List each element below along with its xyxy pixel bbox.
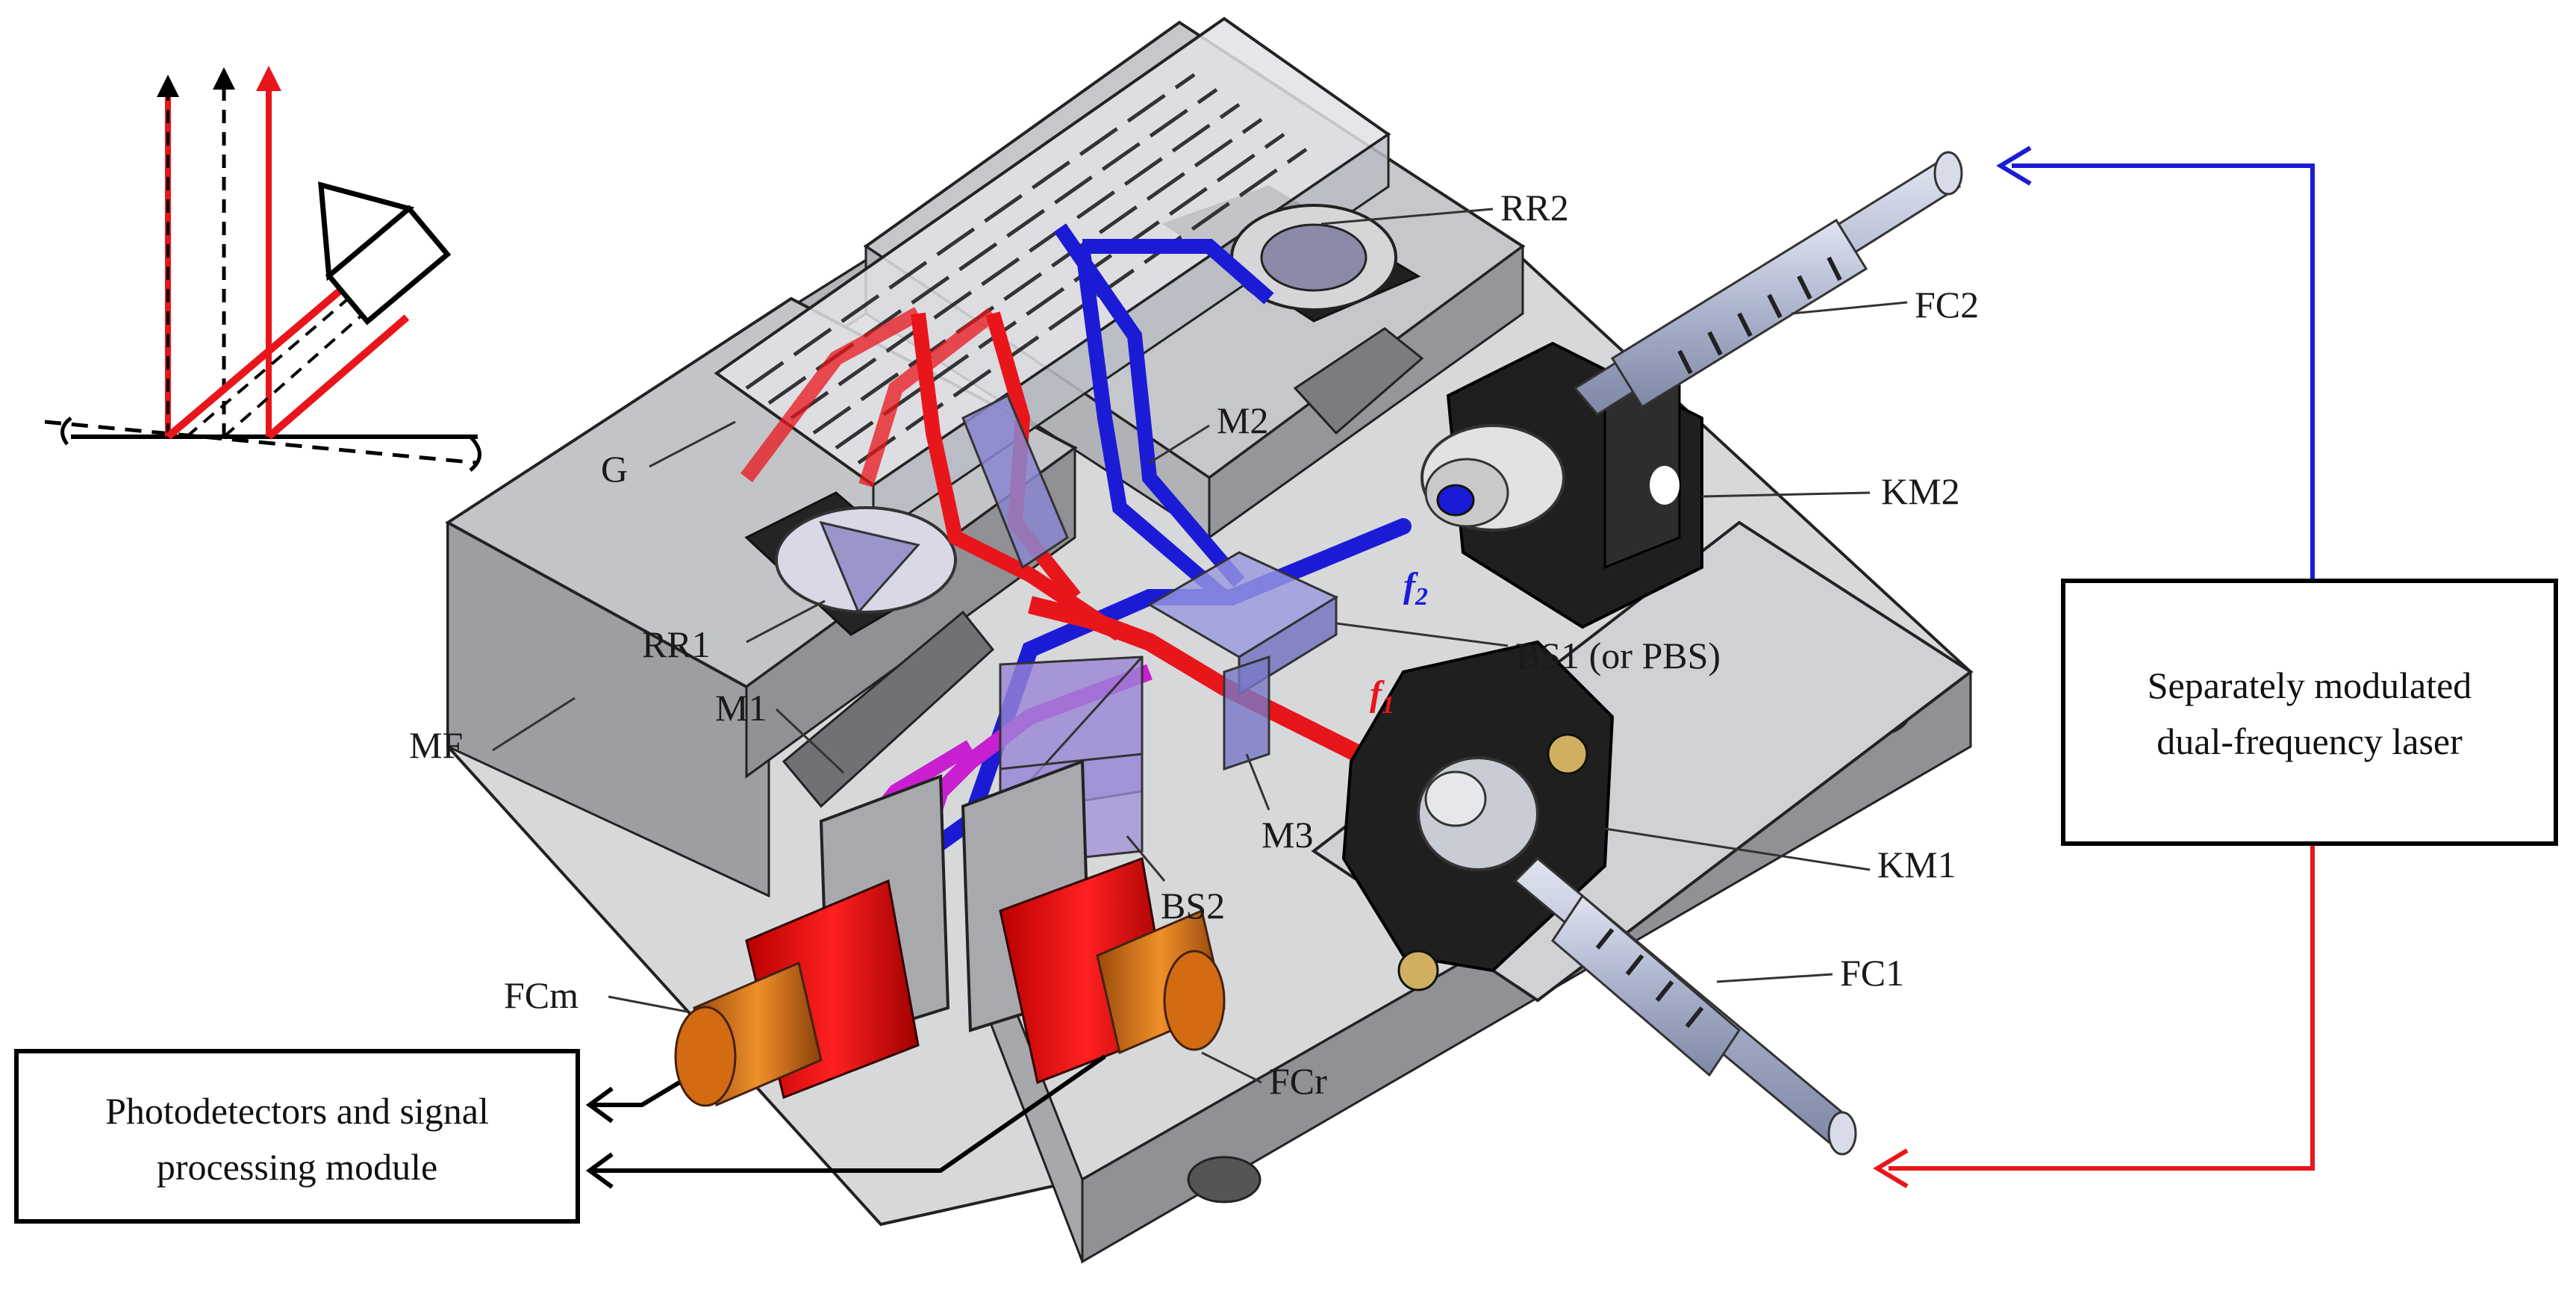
laser-to-fc2-line bbox=[2012, 163, 2315, 581]
label-f2: f2 bbox=[1403, 566, 1428, 611]
label-fc1: FC1 bbox=[1840, 952, 1904, 994]
label-m1: M1 bbox=[715, 687, 767, 729]
label-bs2: BS2 bbox=[1161, 885, 1225, 926]
leader-lines bbox=[492, 208, 1908, 1084]
inset-arrow-up-icon bbox=[213, 67, 235, 90]
laser-to-fc1-line bbox=[1889, 844, 2315, 1171]
detector-arrow-2-icon bbox=[585, 1152, 614, 1189]
blue-arrow-icon bbox=[1996, 146, 2032, 186]
label-fcr: FCr bbox=[1269, 1060, 1327, 1102]
red-arrow-icon bbox=[1873, 1148, 1909, 1189]
fcr-to-detector-line bbox=[590, 1054, 1106, 1173]
mirror-m3 bbox=[1223, 655, 1270, 771]
fiber-connector-fcr bbox=[961, 759, 1226, 1085]
inset-schematic bbox=[44, 66, 481, 472]
label-km1: KM1 bbox=[1877, 844, 1956, 885]
detector-module: Photodetectors and signal processing mod… bbox=[14, 1049, 1106, 1224]
inset-retroreflector-icon bbox=[318, 181, 452, 326]
label-rr1: RR1 bbox=[642, 623, 711, 665]
label-g: G bbox=[601, 448, 628, 490]
kinematic-mount-km2 bbox=[1420, 341, 1703, 629]
inset-rotation-arrow-right bbox=[469, 435, 481, 472]
label-fcm: FCm bbox=[504, 974, 578, 1016]
fiber-collimator-fc1 bbox=[1513, 856, 1857, 1156]
fiber-collimator-fc2 bbox=[1573, 151, 1963, 416]
laser-box-line2: dual-frequency laser bbox=[2156, 720, 2463, 762]
detector-arrow-1-icon bbox=[585, 1086, 614, 1124]
label-rr2: RR2 bbox=[1500, 187, 1569, 228]
label-fc2: FC2 bbox=[1915, 284, 1979, 326]
label-f1: f1 bbox=[1370, 674, 1394, 719]
mirror-m2 bbox=[961, 393, 1069, 570]
inset-arrow-down-icon bbox=[157, 75, 179, 97]
laser-source: Separately modulated dual-frequency lase… bbox=[1873, 146, 2558, 1189]
label-km2: KM2 bbox=[1881, 470, 1960, 512]
inset-tilted-grating-line bbox=[44, 420, 478, 465]
fiber-connector-fcm bbox=[674, 774, 950, 1107]
detector-box-line2: processing module bbox=[157, 1146, 437, 1188]
detector-box-line1: Photodetectors and signal bbox=[105, 1090, 489, 1132]
laser-box-line1: Separately modulated bbox=[2148, 664, 2472, 706]
laser-box bbox=[2061, 579, 2558, 846]
inset-rotation-arrow-left bbox=[60, 417, 72, 446]
retroreflector-rr1 bbox=[775, 506, 957, 614]
fcm-to-detector-line bbox=[590, 1080, 681, 1107]
detector-box bbox=[14, 1049, 580, 1224]
label-bs1: BS1 (or PBS) bbox=[1515, 635, 1721, 676]
label-mf: MF bbox=[409, 724, 463, 766]
inset-red-arrow-up-icon bbox=[256, 66, 281, 91]
part-labels: RR2 FC2 M2 G KM2 RR1 f2 BS1 (or PBS) M1 … bbox=[409, 187, 1979, 1102]
retroreflector-rr2 bbox=[1230, 204, 1397, 311]
label-m3: M3 bbox=[1262, 814, 1313, 856]
label-m2: M2 bbox=[1217, 399, 1268, 441]
